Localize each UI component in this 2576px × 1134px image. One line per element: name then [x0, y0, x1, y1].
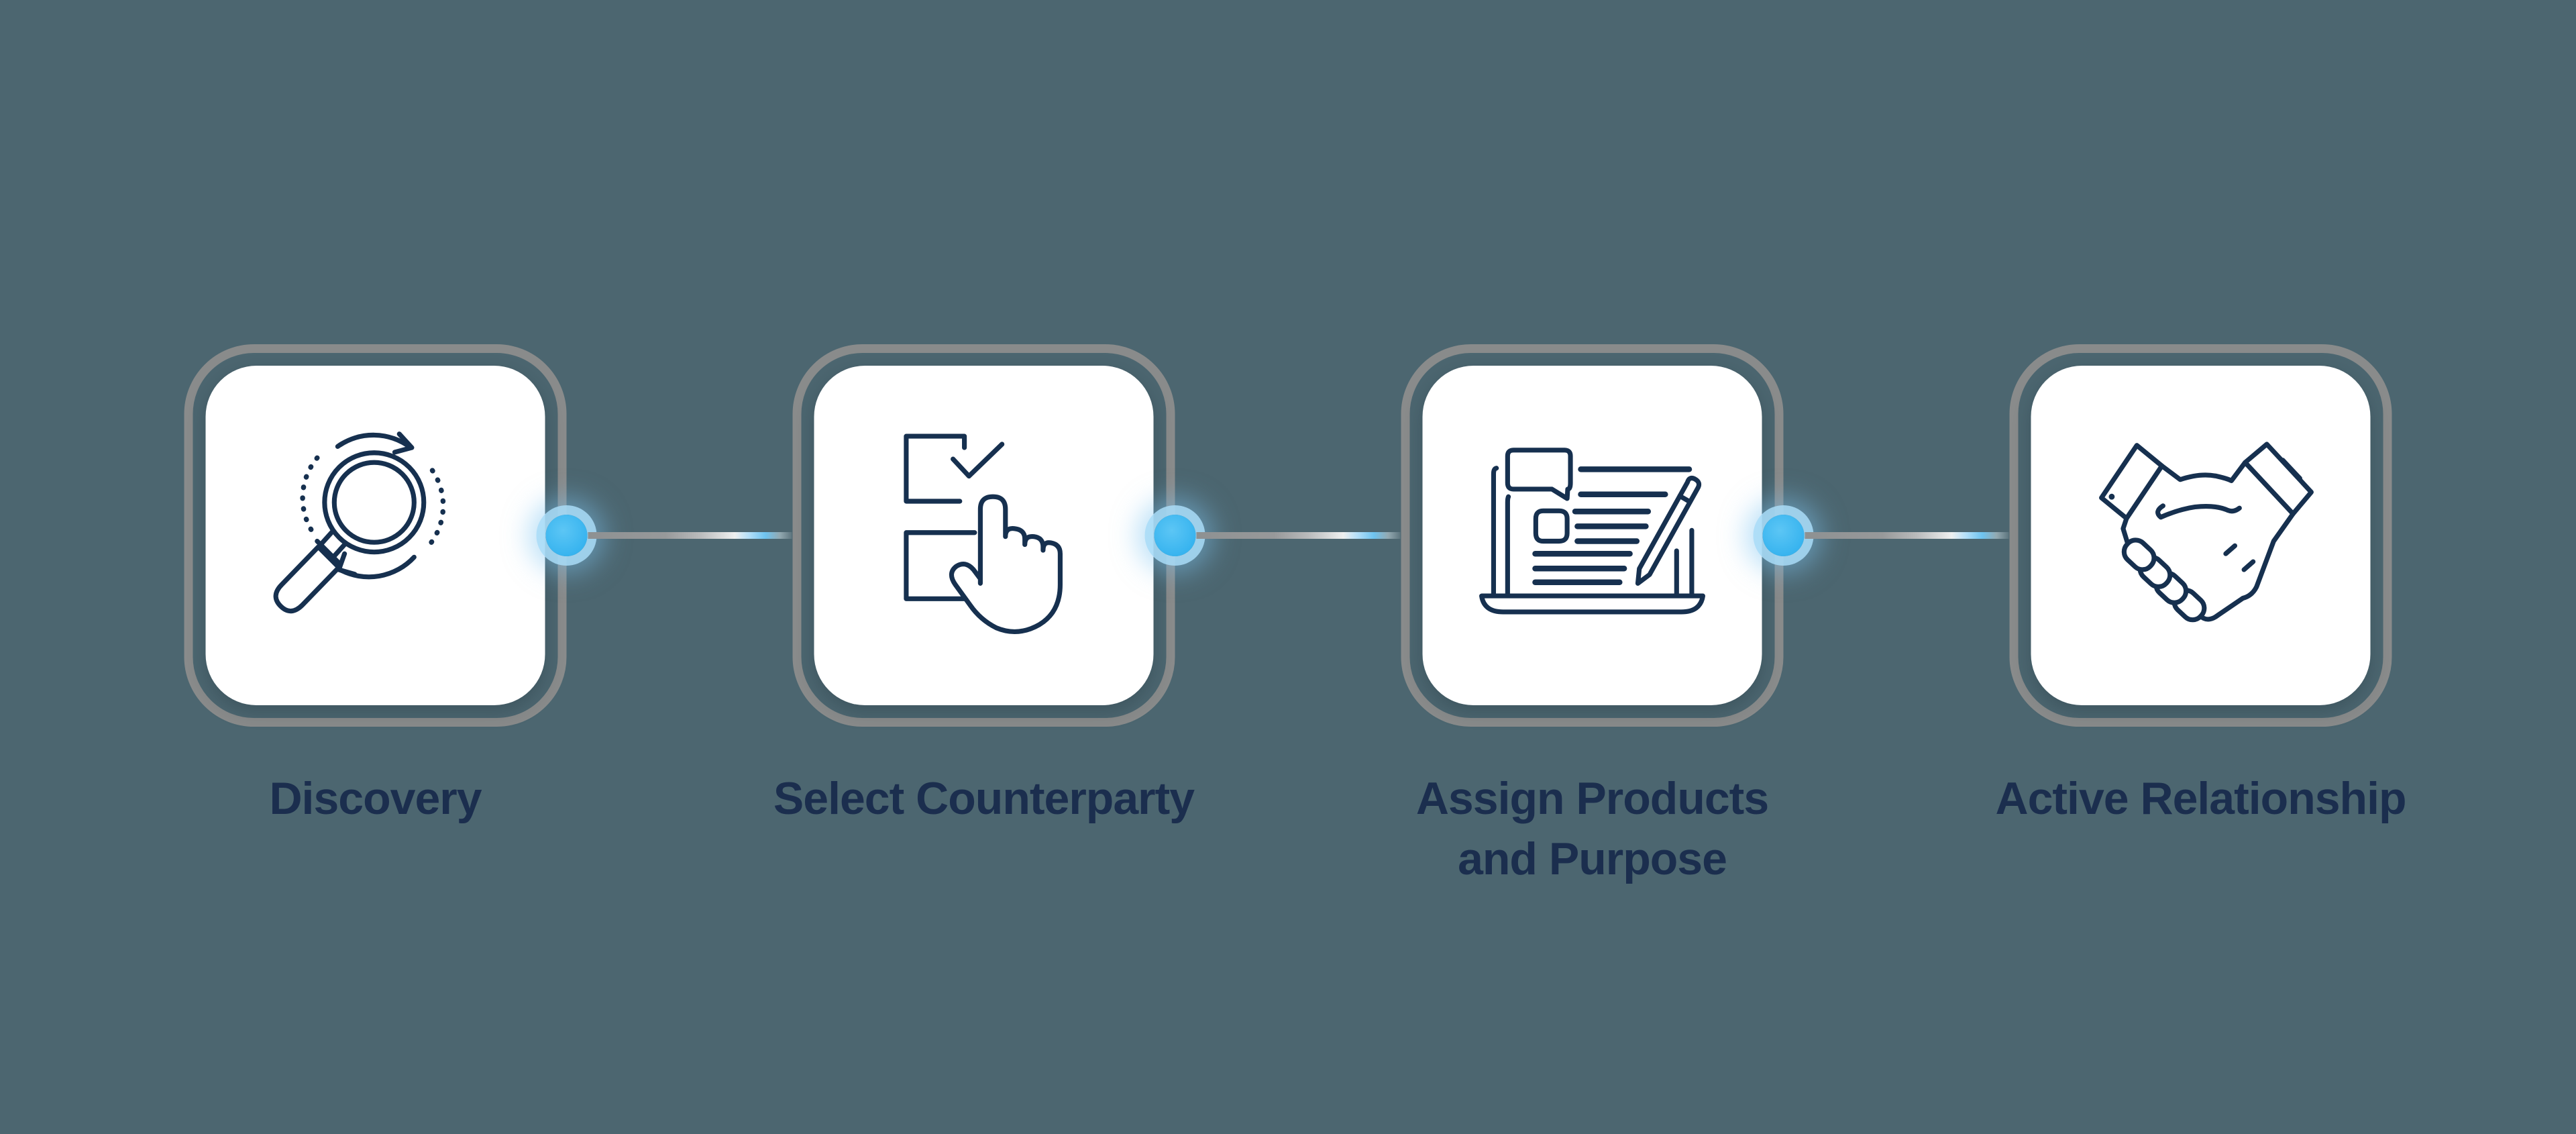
flow-row: Discovery Select Counterpa — [184, 344, 2407, 889]
checklist-select-icon — [904, 433, 1063, 634]
connector-line — [1196, 532, 1401, 539]
connector-line — [1805, 532, 2009, 539]
step-label-line: Active Relationship — [1995, 773, 2406, 824]
glow-dot — [545, 515, 588, 556]
step-label-line: Discovery — [269, 773, 482, 824]
connector-3 — [1762, 344, 2010, 727]
step-label-assign-products: Assign Products and Purpose — [1318, 768, 1868, 889]
step-label-select-counterparty: Select Counterparty — [709, 768, 1259, 829]
step-label-discovery: Discovery — [101, 768, 651, 829]
connector-1 — [545, 344, 793, 727]
handshake-icon — [2099, 442, 2314, 623]
glow-dot — [1762, 515, 1805, 556]
step-label-line: Select Counterparty — [773, 773, 1195, 824]
step-select-counterparty: Select Counterparty — [773, 344, 1195, 829]
step-label-line: Assign Products — [1415, 773, 1769, 824]
connector-2 — [1154, 344, 1401, 727]
connector-line — [588, 532, 792, 539]
step-discovery: Discovery — [184, 344, 567, 829]
step-label-active-relationship: Active Relationship — [1926, 768, 2476, 829]
discovery-card — [205, 366, 545, 705]
card-ring — [792, 344, 1175, 727]
step-active-relationship: Active Relationship — [1995, 344, 2407, 829]
assign-products-card — [1422, 366, 1762, 705]
laptop-edit-icon — [1479, 448, 1705, 615]
active-relationship-card — [2031, 366, 2371, 705]
card-ring — [184, 344, 567, 727]
glow-dot — [1154, 515, 1196, 556]
step-assign-products: Assign Products and Purpose — [1401, 344, 1784, 889]
select-counterparty-card — [814, 366, 1154, 705]
step-label-line: and Purpose — [1458, 833, 1727, 884]
card-ring — [1401, 344, 1784, 727]
magnifier-sync-icon — [273, 431, 446, 614]
card-ring — [2009, 344, 2392, 727]
